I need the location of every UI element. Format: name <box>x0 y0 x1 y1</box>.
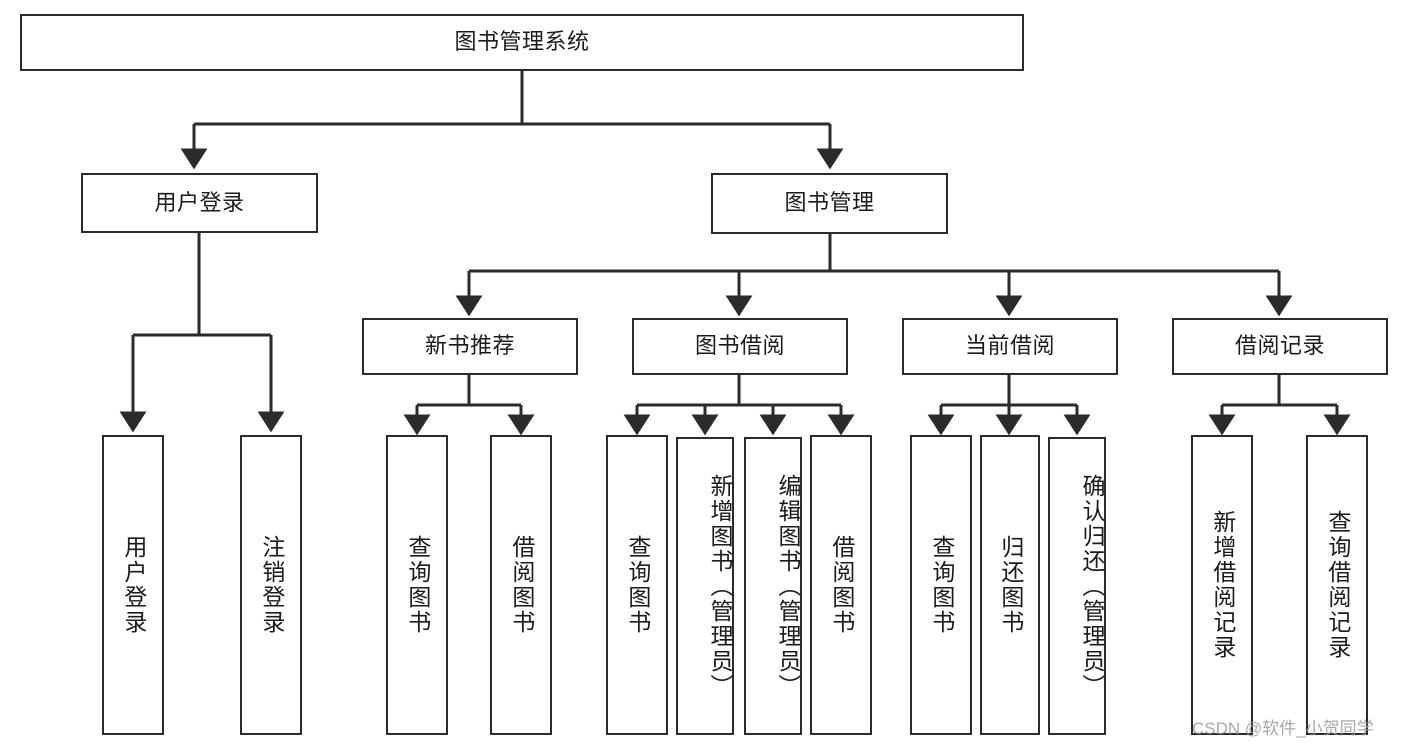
node-new-book-recommend[interactable]: 新书推荐 <box>362 318 578 375</box>
leaf-current-query-book[interactable]: 查询图书 <box>910 435 972 735</box>
node-label: 借阅图书 <box>508 535 535 635</box>
node-user-login[interactable]: 用户登录 <box>81 173 318 233</box>
leaf-user-login-login[interactable]: 用户登录 <box>102 435 164 735</box>
node-borrow-record[interactable]: 借阅记录 <box>1172 318 1388 375</box>
node-label: 当前借阅 <box>964 333 1055 359</box>
node-book-borrow[interactable]: 图书借阅 <box>632 318 848 375</box>
leaf-record-query-record[interactable]: 查询借阅记录 <box>1306 435 1368 735</box>
node-label: 用户登录 <box>120 535 147 635</box>
csdn-watermark: CSDN @软件_小贺同学 <box>1192 719 1374 738</box>
node-label: 查询借阅记录 <box>1324 510 1351 660</box>
node-label: 用户登录 <box>154 189 245 215</box>
node-label: 编辑图书（管理员） <box>775 473 801 699</box>
leaf-current-return-book[interactable]: 归还图书 <box>980 435 1040 735</box>
node-book-management-system[interactable]: 图书管理系统 <box>20 14 1024 71</box>
node-label: 归还图书 <box>997 535 1024 635</box>
node-label: 查询图书 <box>928 535 955 635</box>
node-label: 图书管理系统 <box>454 29 590 55</box>
node-book-management[interactable]: 图书管理 <box>711 173 948 234</box>
node-label: 新增借阅记录 <box>1209 510 1236 660</box>
node-label: 新增图书（管理员） <box>707 473 733 699</box>
leaf-record-add-record[interactable]: 新增借阅记录 <box>1191 435 1253 735</box>
leaf-new-book-query[interactable]: 查询图书 <box>386 435 448 735</box>
node-label: 确认归还（管理员） <box>1079 473 1105 699</box>
leaf-user-login-logout[interactable]: 注销登录 <box>240 435 302 735</box>
node-label: 借阅图书 <box>828 535 855 635</box>
node-label: 新书推荐 <box>424 333 515 359</box>
node-label: 借阅记录 <box>1234 333 1325 359</box>
leaf-borrow-edit-book-admin[interactable]: 编辑图书（管理员） <box>744 437 802 735</box>
leaf-borrow-add-book-admin[interactable]: 新增图书（管理员） <box>676 437 734 735</box>
leaf-new-book-borrow[interactable]: 借阅图书 <box>490 435 552 735</box>
node-label: 注销登录 <box>258 535 285 635</box>
node-label: 查询图书 <box>624 535 651 635</box>
leaf-current-confirm-return-admin[interactable]: 确认归还（管理员） <box>1048 437 1106 735</box>
node-label: 查询图书 <box>404 535 431 635</box>
node-label: 图书借阅 <box>694 333 785 359</box>
node-label: 图书管理 <box>784 190 875 216</box>
leaf-borrow-borrow-book[interactable]: 借阅图书 <box>810 435 872 735</box>
leaf-borrow-query-book[interactable]: 查询图书 <box>606 435 668 735</box>
node-current-borrow[interactable]: 当前借阅 <box>902 318 1118 375</box>
